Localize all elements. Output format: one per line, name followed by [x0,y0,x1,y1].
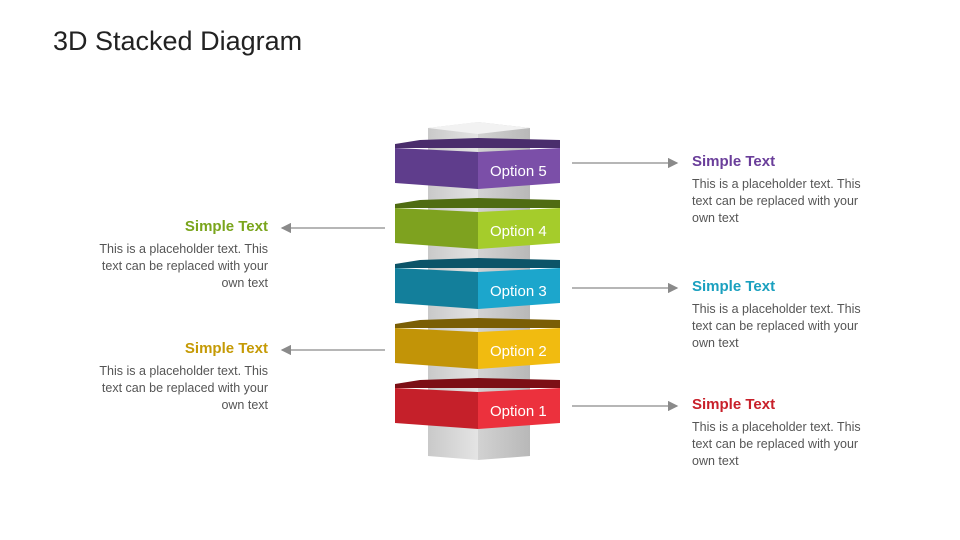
layer-option-4[interactable] [395,198,560,249]
callout-left-1-body: This is a placeholder text. This text ca… [99,242,268,290]
page-title: 3D Stacked Diagram [53,26,303,56]
layer-option-1[interactable] [395,378,560,429]
layer-5-right-face [478,148,560,189]
layer-5-left-face [395,148,478,189]
layer-3-left-face [395,268,478,309]
layer-2-right-face [478,328,560,369]
layer-label-option-1: Option 1 [490,403,547,420]
callout-left-1-title: Simple Text [184,218,268,235]
layer-label-option-5: Option 5 [490,163,547,180]
callout-right-3-body: This is a placeholder text. This text ca… [692,420,861,468]
callout-left-2-title: Simple Text [184,340,268,357]
callout-right-3-title: Simple Text [692,396,776,413]
layer-label-option-4: Option 4 [490,223,547,240]
layer-label-option-2: Option 2 [490,343,547,360]
callout-right-1-body: This is a placeholder text. This text ca… [692,177,861,225]
callout-right-1-title: Simple Text [692,153,776,170]
layer-1-right-face [478,388,560,429]
layer-option-2[interactable] [395,318,560,369]
layer-label-option-3: Option 3 [490,283,547,300]
callout-right-2-title: Simple Text [692,278,776,295]
layer-option-3[interactable] [395,258,560,309]
callout-right-2-body: This is a placeholder text. This text ca… [692,302,861,350]
layer-1-left-face [395,388,478,429]
layer-3-right-face [478,268,560,309]
layer-2-left-face [395,328,478,369]
layer-4-left-face [395,208,478,249]
callout-left-2-body: This is a placeholder text. This text ca… [99,364,268,412]
layer-option-5[interactable] [395,138,560,189]
layer-4-right-face [478,208,560,249]
